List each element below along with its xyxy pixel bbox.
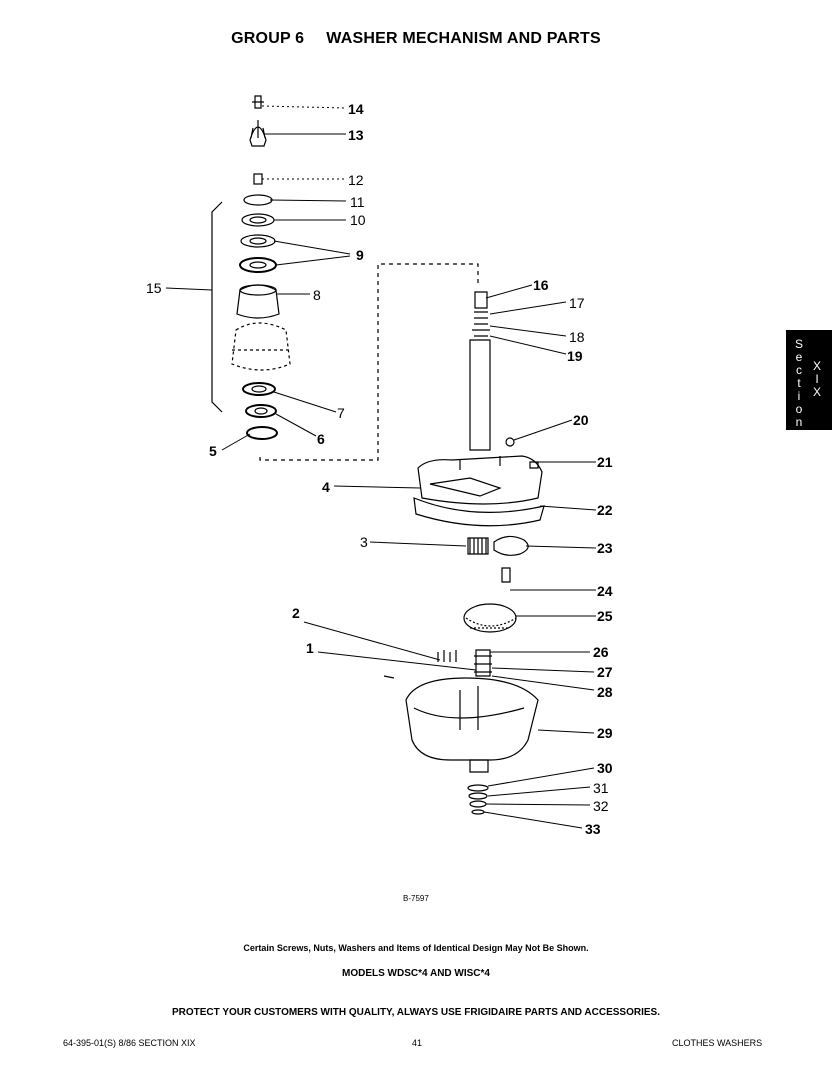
- callout-8: 8: [313, 287, 321, 303]
- part-4-cover: [417, 455, 543, 505]
- tab-letter: o: [795, 402, 803, 416]
- callout-25: 25: [597, 608, 613, 624]
- callout-14: 14: [348, 101, 364, 117]
- part-32: [469, 800, 487, 808]
- callout-15: 15: [146, 280, 162, 296]
- tab-letter: i: [797, 389, 801, 403]
- part-13-cap: [249, 120, 267, 147]
- dashed-cam: [231, 322, 291, 371]
- part-17-18-19-spring: [472, 311, 490, 337]
- tab-letter: X: [812, 385, 821, 399]
- part-11-ring: [243, 194, 273, 206]
- part-2-rack: [437, 650, 457, 662]
- tab-letter: n: [795, 415, 803, 429]
- callout-6: 6: [317, 431, 325, 447]
- callout-4: 4: [322, 479, 330, 495]
- callout-2: 2: [292, 605, 300, 621]
- tab-letter: S: [794, 337, 803, 351]
- part-6-washer: [245, 404, 277, 418]
- part-10-washer: [241, 213, 275, 227]
- part-29-gearcase: [383, 675, 539, 773]
- doc-number: 64-395-01(S) 8/86 SECTION XIX: [63, 1038, 196, 1048]
- shaft: [469, 339, 491, 451]
- main-gearcase: [413, 291, 545, 527]
- callout-19: 19: [567, 348, 583, 364]
- leader-lines: [165, 105, 597, 829]
- connector-dashed: [259, 263, 479, 461]
- part-9-washer-b: [239, 257, 277, 273]
- section-tab: S e c t i o n X I X: [786, 330, 832, 430]
- tab-letter: I: [815, 372, 819, 386]
- slogan: PROTECT YOUR CUSTOMERS WITH QUALITY, ALW…: [171, 1007, 660, 1018]
- part-12: [253, 173, 263, 185]
- section-tab-number: X I X: [812, 360, 822, 399]
- part-7-washer: [242, 382, 276, 396]
- left-subassembly: [211, 95, 291, 440]
- callout-9: 9: [356, 247, 364, 263]
- identical-design-note: Certain Screws, Nuts, Washers and Items …: [243, 943, 589, 953]
- part-22-gasket: [413, 497, 545, 527]
- callout-3: 3: [360, 534, 368, 550]
- callout-29: 29: [597, 725, 613, 741]
- callout-30: 30: [597, 760, 613, 776]
- figure-code: B-7597: [403, 894, 429, 903]
- part-31: [468, 792, 488, 800]
- callout-13: 13: [348, 127, 364, 143]
- models-label: MODELS WDSC*4 AND WISC*4: [342, 968, 490, 979]
- part-16-shaft-top: [474, 291, 488, 309]
- part-23-cam: [493, 535, 529, 556]
- callout-28: 28: [597, 684, 613, 700]
- group-title: WASHER MECHANISM AND PARTS: [326, 30, 601, 47]
- part-26-27-28-pinion: [474, 649, 492, 677]
- part-14-bolt: [252, 95, 264, 109]
- page-number: 41: [412, 1038, 423, 1048]
- group-label: GROUP 6: [231, 30, 305, 47]
- callout-17: 17: [569, 295, 585, 311]
- callout-7: 7: [337, 405, 345, 421]
- tab-letter: e: [795, 350, 803, 364]
- part-9-washer-a: [240, 234, 276, 248]
- callout-20: 20: [573, 412, 589, 428]
- tab-letter: X: [812, 359, 821, 373]
- callout-5: 5: [209, 443, 217, 459]
- part-24-pin: [501, 567, 511, 583]
- callout-21: 21: [597, 454, 613, 470]
- callout-16: 16: [533, 277, 549, 293]
- part-30: [467, 784, 489, 792]
- callout-18: 18: [569, 329, 585, 345]
- callout-32: 32: [593, 798, 609, 814]
- part-8-bearing: [236, 284, 280, 319]
- bottom-parts: [467, 784, 489, 815]
- part-20-ball: [505, 437, 515, 447]
- part-33: [471, 809, 485, 815]
- section-tab-word: S e c t i o n: [794, 338, 804, 429]
- callout-26: 26: [593, 644, 609, 660]
- callout-11: 11: [350, 194, 365, 210]
- callout-23: 23: [597, 540, 613, 556]
- callout-12: 12: [348, 172, 364, 188]
- callout-33: 33: [585, 821, 601, 837]
- part-21-pin: [529, 461, 539, 469]
- callout-22: 22: [597, 502, 613, 518]
- bracket-15: [211, 201, 223, 413]
- part-3-pinion: [467, 537, 489, 555]
- callout-24: 24: [597, 583, 613, 599]
- page-title: GROUP 6 WASHER MECHANISM AND PARTS: [0, 30, 832, 48]
- tab-letter: c: [796, 363, 802, 377]
- callout-10: 10: [350, 212, 366, 228]
- callout-31: 31: [593, 780, 609, 796]
- cover-detail: [429, 456, 502, 497]
- callout-27: 27: [597, 664, 613, 680]
- part-5-ring: [246, 426, 278, 440]
- gear-train: [437, 535, 529, 677]
- category-label: CLOTHES WASHERS: [672, 1038, 763, 1048]
- tab-letter: t: [797, 376, 801, 390]
- callout-1: 1: [306, 640, 314, 656]
